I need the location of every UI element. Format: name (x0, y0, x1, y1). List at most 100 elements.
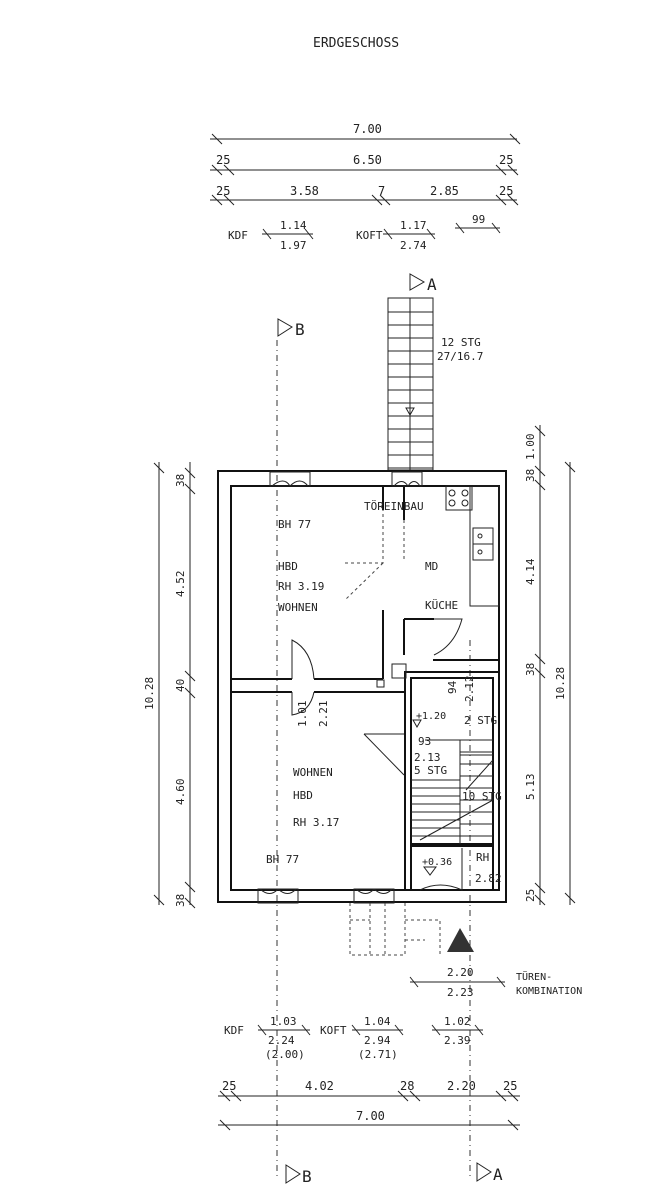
bottom-window2-height: 2.94 (364, 1034, 391, 1047)
stair-door-width: 93 (418, 735, 431, 748)
window2-width: 1.17 (400, 219, 427, 232)
section-marker-a-top: A (409, 273, 437, 294)
right-dim-3: 4.14 (524, 558, 537, 585)
section-b-label-top: B (295, 320, 305, 339)
bottom-dim-seg-a: 4.02 (305, 1079, 334, 1093)
small-room-rh: RH (476, 851, 489, 864)
interior-stairs (411, 739, 493, 837)
small-room-level: +0.36 (422, 857, 452, 868)
stair-outline (425, 739, 461, 844)
left-dim-total: 10.28 (143, 677, 156, 710)
door-combination-dims (409, 976, 506, 988)
upper-room-rh: RH 3.19 (278, 580, 324, 593)
door-swings (291, 618, 463, 891)
left-dim-3: 40 (174, 679, 187, 692)
dim-top-inner: 6.50 (353, 153, 382, 167)
right-dim-5: 5.13 (524, 774, 537, 801)
door-combo-label-2: KOMBINATION (516, 986, 582, 997)
dim-seg-right: 25 (499, 184, 513, 198)
lower-room-bh: BH 77 (266, 853, 299, 866)
bottom-dim-seg-right: 25 (503, 1079, 517, 1093)
right-dim-4: 38 (524, 663, 537, 676)
stair-ratio-label: 27/16.7 (437, 350, 483, 363)
bottom-dimension-chains (218, 1090, 520, 1131)
top-opening-dims: KDF 1.14 1.97 KOFT 1.17 2.74 99 (228, 213, 501, 252)
lower-room-rh: RH 3.17 (293, 816, 339, 829)
door-a-width: 1.01 (296, 701, 309, 728)
bottom-window1-height: 2.24 (268, 1034, 295, 1047)
plan-title: ERDGESCHOSS (313, 36, 399, 51)
building-walls (217, 470, 507, 903)
door-combo-height: 2.23 (447, 986, 474, 999)
kitchen-md: MD (425, 560, 438, 573)
window3-width: 99 (472, 213, 485, 226)
door-combo-label-1: TÜREN- (516, 970, 552, 983)
bottom-window1-extra: (2.00) (265, 1048, 305, 1061)
toreinbau-label: TÖREINBAU (364, 500, 424, 513)
window2-height: 2.74 (400, 239, 427, 252)
section-b-label-bottom: B (302, 1167, 312, 1186)
top-dimension-chains: 7.00 25 6.50 25 25 3.58 7 2.85 25 (210, 122, 521, 206)
bottom-koft-label: KOFT (320, 1024, 347, 1037)
bottom-opening-dims (257, 1024, 484, 1036)
kitchen-counter (445, 485, 500, 607)
bottom-dim-seg-b: 2.20 (447, 1079, 476, 1093)
small-room-rh-value: 2.82 (475, 872, 502, 885)
bottom-kdf-label: KDF (224, 1024, 244, 1037)
door-a-height: 2.21 (317, 701, 330, 728)
kitchen-name: KÜCHE (425, 599, 458, 612)
stair-level: +1.20 (416, 711, 446, 722)
dim-seg-b: 2.85 (430, 184, 459, 198)
dashed-lines (344, 510, 441, 956)
bottom-window1-width: 1.03 (270, 1015, 297, 1028)
left-dim-5: 38 (174, 894, 187, 907)
right-dim-1: 1.00 (524, 434, 537, 461)
dim-top-inner-right: 25 (499, 153, 513, 167)
kdf-label: KDF (228, 229, 248, 242)
lower-room-name: WOHNEN (293, 766, 333, 779)
dim-seg-mid: 7 (378, 184, 385, 198)
section-marker-a-bottom: A (476, 1162, 503, 1184)
left-dim-1: 38 (174, 474, 187, 487)
stair-door-height: 2.13 (414, 751, 441, 764)
window1-width: 1.14 (280, 219, 307, 232)
right-dim-6: 25 (524, 889, 537, 902)
left-dim-2: 4.52 (174, 571, 187, 598)
upper-room-bh: BH 77 (278, 518, 311, 531)
section-marker-b-top: B (277, 318, 305, 339)
right-dim-2: 38 (524, 469, 537, 482)
stair-steps-3: 10 STG (462, 790, 502, 803)
stair-steps-2: 5 STG (414, 764, 447, 777)
dim-seg-left: 25 (216, 184, 230, 198)
bottom-dim-seg-mid: 28 (400, 1079, 414, 1093)
dim-seg-a: 3.58 (290, 184, 319, 198)
stair-steps-label: 12 STG (441, 336, 481, 349)
bottom-dim-seg-left: 25 (222, 1079, 236, 1093)
window1-height: 1.97 (280, 239, 307, 252)
lower-room-hbd: HBD (293, 789, 313, 802)
door-combo-width: 2.20 (447, 966, 474, 979)
entrance-marker (447, 928, 474, 952)
windows (257, 471, 423, 904)
upper-room-hbd: HBD (278, 560, 298, 573)
exterior-stair-top (387, 297, 434, 471)
dim-top-total: 7.00 (353, 122, 382, 136)
upper-room-name: WOHNEN (278, 601, 318, 614)
stair-steps-1: 2 STG (464, 714, 497, 727)
dim-top-inner-left: 25 (216, 153, 230, 167)
bottom-window2-extra: (2.71) (358, 1048, 398, 1061)
bottom-dim-total: 7.00 (356, 1109, 385, 1123)
bottom-window2-width: 1.04 (364, 1015, 391, 1028)
left-dim-4: 4.60 (174, 779, 187, 806)
bottom-window3-width: 1.02 (444, 1015, 471, 1028)
door-b-width: 94 (446, 680, 459, 694)
right-dim-total: 10.28 (554, 667, 567, 700)
right-dimension-chains (534, 425, 576, 906)
section-a-label-top: A (427, 275, 437, 294)
section-marker-b-bottom: B (285, 1164, 312, 1186)
door-b-height: 2.12 (463, 676, 476, 703)
left-dimension-chains (153, 462, 196, 909)
section-a-label-bottom: A (493, 1165, 503, 1184)
bottom-window3-height: 2.39 (444, 1034, 471, 1047)
